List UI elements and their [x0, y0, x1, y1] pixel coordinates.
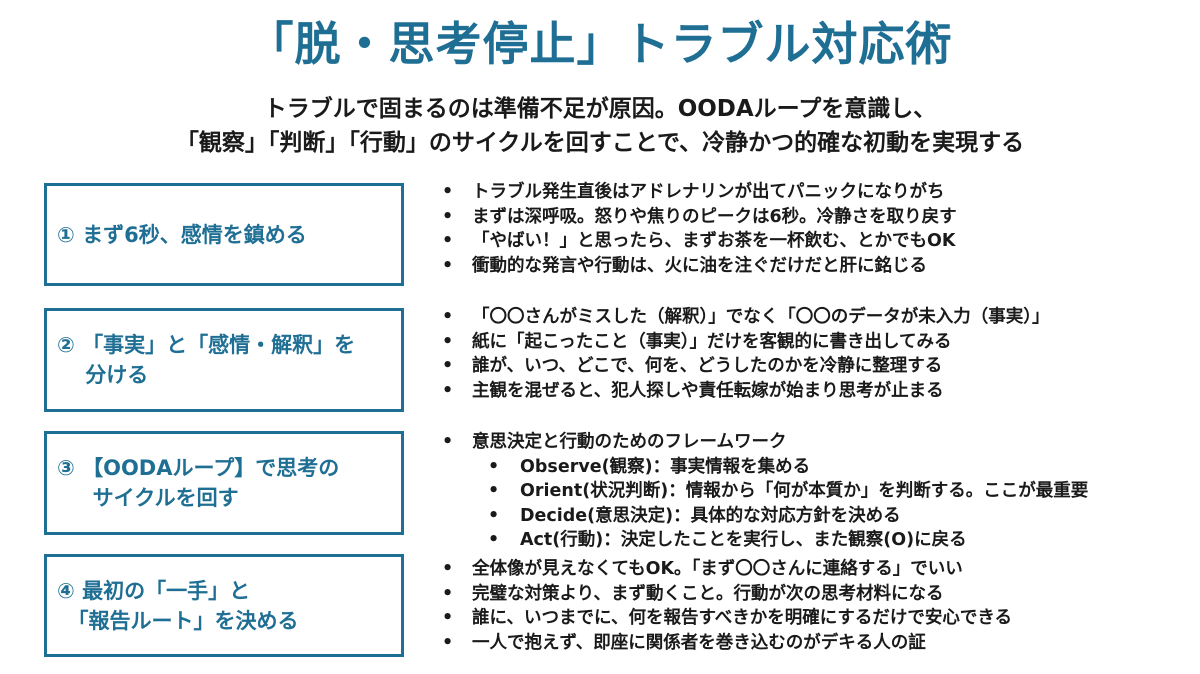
section-4-box: ④ 最初の「一手」と 「報告ルート」を決める	[44, 554, 404, 657]
list-item: まずは深呼吸。怒りや焦りのピークは6秒。冷静さを取り戻す	[440, 205, 1180, 230]
subtitle-line-2: 「観察」「判断」「行動」のサイクルを回すことで、冷静かつ的確な初動を実現する	[175, 130, 1025, 156]
list-item: 「やばい！」と思ったら、まずお茶を一杯飲む、とかでもOK	[440, 229, 1180, 254]
section-2-bullets: 「〇〇さんがミスした（解釈）」でなく「〇〇のデータが未入力（事実）」 紙に「起こ…	[440, 305, 1180, 403]
section-1-box: ① まず6秒、感情を鎮める	[44, 183, 404, 286]
subtitle: トラブルで固まるのは準備不足が原因。OODAループを意識し、 「観察」「判断」「…	[0, 92, 1200, 160]
list-item: 一人で抱えず、即座に関係者を巻き込むのがデキる人の証	[440, 631, 1180, 656]
list-item-sub: Act(行動)：決定したことを実行し、また観察(O)に戻る	[440, 528, 1180, 553]
list-item-sub: Orient(状況判断)：情報から「何が本質か」を判断する。ここが最重要	[440, 479, 1180, 504]
list-item: 完璧な対策より、まず動くこと。行動が次の思考材料になる	[440, 582, 1180, 607]
list-item: 衝動的な発言や行動は、火に油を注ぐだけだと肝に銘じる	[440, 254, 1180, 279]
section-1-label: ① まず6秒、感情を鎮める	[57, 222, 307, 247]
subtitle-line-1: トラブルで固まるのは準備不足が原因。OODAループを意識し、	[263, 96, 937, 122]
section-1-bullets: トラブル発生直後はアドレナリンが出てパニックになりがち まずは深呼吸。怒りや焦り…	[440, 180, 1180, 278]
page-title: 「脱・思考停止」トラブル対応術	[247, 17, 953, 71]
section-3-box: ③ 【OODAループ】で思考の サイクルを回す	[44, 431, 404, 535]
list-item: トラブル発生直後はアドレナリンが出てパニックになりがち	[440, 180, 1180, 205]
list-item: 主観を混ぜると、犯人探しや責任転嫁が始まり思考が止まる	[440, 379, 1180, 404]
list-item: 全体像が見えなくてもOK。「まず〇〇さんに連絡する」でいい	[440, 557, 1180, 582]
section-4-bullets: 全体像が見えなくてもOK。「まず〇〇さんに連絡する」でいい 完璧な対策より、まず…	[440, 557, 1180, 655]
section-4-label: ④ 最初の「一手」と 「報告ルート」を決める	[57, 578, 299, 633]
section-2-label: ② 「事実」と「感情・解釈」を 分ける	[57, 333, 356, 387]
list-item: 誰に、いつまでに、何を報告すべきかを明確にするだけで安心できる	[440, 606, 1180, 631]
list-item: 意思決定と行動のためのフレームワーク	[440, 430, 1180, 455]
list-item: 紙に「起こったこと（事実）」だけを客観的に書き出してみる	[440, 330, 1180, 355]
list-item-sub: Decide(意思決定)：具体的な対応方針を決める	[440, 504, 1180, 529]
section-2-box: ② 「事実」と「感情・解釈」を 分ける	[44, 308, 404, 412]
list-item-sub: Observe(観察)：事実情報を集める	[440, 455, 1180, 480]
list-item: 「〇〇さんがミスした（解釈）」でなく「〇〇のデータが未入力（事実）」	[440, 305, 1180, 330]
section-3-bullets: 意思決定と行動のためのフレームワーク Observe(観察)：事実情報を集める …	[440, 430, 1180, 553]
section-3-label: ③ 【OODAループ】で思考の サイクルを回す	[57, 456, 340, 510]
list-item: 誰が、いつ、どこで、何を、どうしたのかを冷静に整理する	[440, 354, 1180, 379]
